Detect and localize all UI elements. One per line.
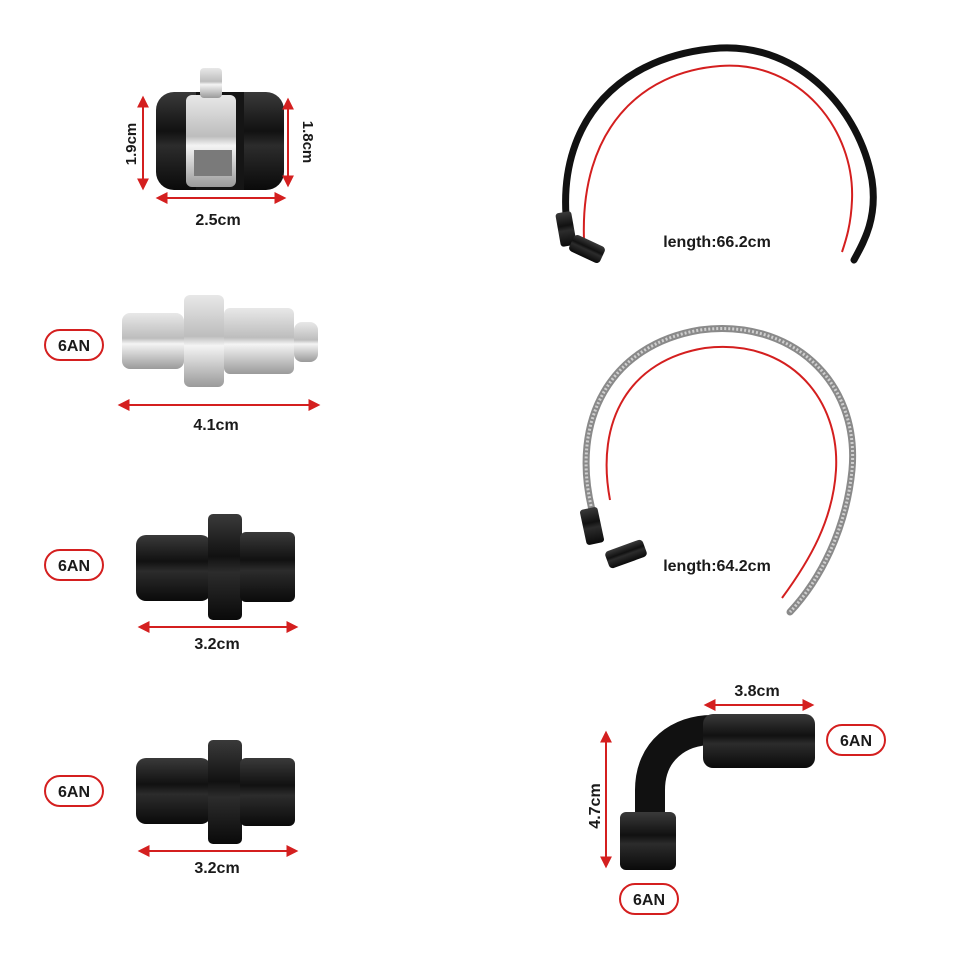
- silver-fitting-badge: [44, 329, 104, 361]
- silver-fitting-width-label: 4.1cm: [193, 417, 238, 434]
- elbow-bottom-badge: [619, 883, 679, 915]
- clamp-height-right-label: 1.8cm: [299, 121, 316, 164]
- black-fitting-2-badge: [44, 775, 104, 807]
- elbow-height-label: 4.7cm: [587, 783, 604, 828]
- black-fitting-2-badge-text: 6AN: [58, 784, 90, 801]
- silver-fitting-badge-text: 6AN: [58, 338, 90, 355]
- braided-hose-product: [580, 325, 857, 616]
- black-fitting-1-width-label: 3.2cm: [194, 636, 239, 653]
- elbow-right-badge-text: 6AN: [840, 733, 872, 750]
- black-fitting-2-width-label: 3.2cm: [194, 860, 239, 877]
- black-fitting-2-product: [136, 740, 295, 844]
- clamp-height-left-label: 1.9cm: [123, 123, 140, 166]
- elbow-fitting-product: [620, 714, 815, 870]
- braided-hose-length-label: length:64.2cm: [663, 558, 771, 575]
- black-hose-product: [555, 44, 877, 264]
- black-fitting-1-badge: [44, 549, 104, 581]
- black-hose-length-label: length:66.2cm: [663, 234, 771, 251]
- elbow-width-label: 3.8cm: [734, 683, 779, 700]
- hose-clamp-product: [156, 68, 284, 190]
- clamp-width-label: 2.5cm: [195, 212, 240, 229]
- elbow-right-badge: [826, 724, 886, 756]
- elbow-bottom-badge-text: 6AN: [633, 892, 665, 909]
- silver-fitting-product: [122, 295, 318, 387]
- black-fitting-1-badge-text: 6AN: [58, 558, 90, 575]
- black-fitting-1-product: [136, 514, 295, 620]
